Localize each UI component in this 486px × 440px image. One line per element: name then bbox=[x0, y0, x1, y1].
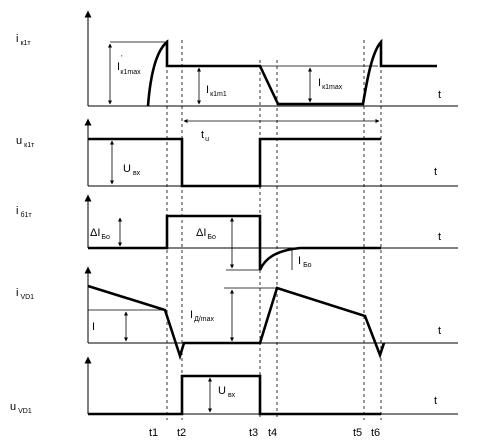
ik-right-label: Iк1mах bbox=[318, 77, 343, 91]
uvd-axis-t: t bbox=[434, 395, 437, 407]
uk-axis-t: t bbox=[434, 166, 437, 178]
tick-t5: t5 bbox=[353, 427, 362, 439]
uk-waveform bbox=[88, 137, 381, 188]
ivd-left-label: I bbox=[92, 321, 95, 333]
tu-label: tu bbox=[201, 129, 209, 143]
ik-peak-label: I'к1mах bbox=[117, 55, 141, 76]
ik-axis-t: t bbox=[438, 89, 441, 101]
uvd-waveform bbox=[88, 374, 381, 416]
tick-t3: t3 bbox=[249, 427, 258, 439]
ivd-waveform bbox=[87, 284, 386, 361]
ivd-max-label: IД/max bbox=[190, 309, 214, 323]
ik-level-label: Iк1m1 bbox=[206, 84, 227, 98]
ib-mid-label: ΔIБо bbox=[196, 227, 216, 241]
tick-t6: t6 bbox=[371, 427, 380, 439]
time-tick-labels: t1 t2 t3 t4 t5 t6 bbox=[149, 427, 380, 439]
tick-t2: t2 bbox=[177, 427, 186, 439]
ik-waveform bbox=[146, 38, 437, 107]
tick-t1: t1 bbox=[149, 427, 158, 439]
tick-t4: t4 bbox=[268, 427, 277, 439]
ib-axis-t: t bbox=[438, 231, 441, 243]
ib-left-label: ΔIБо bbox=[90, 227, 110, 241]
time-markers bbox=[166, 40, 382, 420]
ivd-axis-t: t bbox=[438, 325, 441, 337]
ib-waveform bbox=[88, 214, 381, 271]
